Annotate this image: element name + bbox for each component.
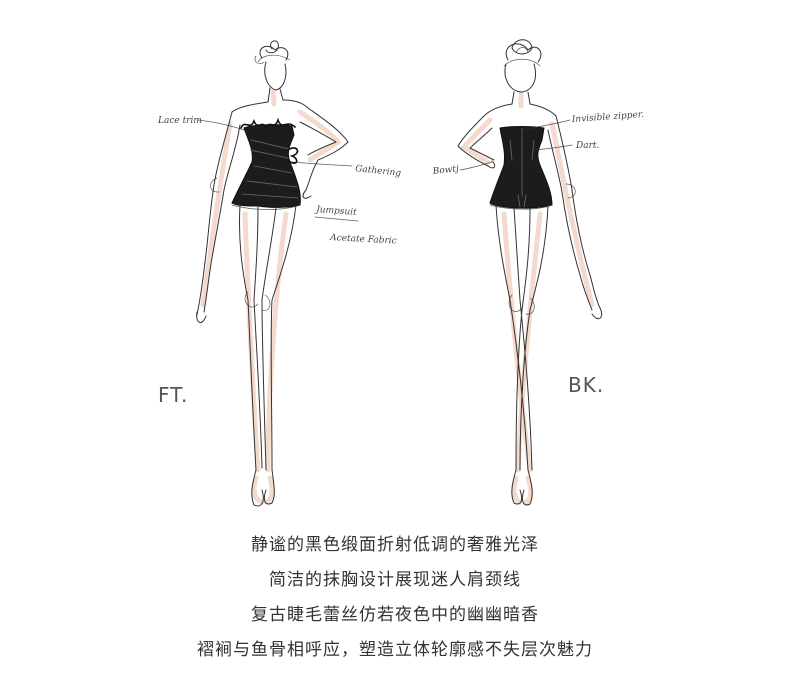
front-left-arm-shade — [200, 121, 233, 308]
front-right-arm-shade — [297, 109, 342, 163]
front-feet-shade — [251, 475, 275, 505]
fabric-note: Acetate Fabric — [329, 233, 397, 247]
front-left-shoulder — [231, 101, 269, 113]
back-left-arm-inner — [469, 127, 495, 161]
front-view-label: FT. — [158, 383, 188, 407]
back-dress-body — [489, 126, 553, 209]
front-left-elbow — [210, 177, 220, 193]
back-arms — [457, 103, 603, 320]
front-hair-strand — [254, 54, 291, 64]
front-head — [254, 40, 291, 103]
back-head — [503, 39, 542, 105]
front-left-leg-outer — [238, 204, 257, 471]
back-right-arm-inner — [547, 129, 593, 311]
lace-trim-note: Lace trim — [157, 116, 202, 126]
front-legs — [238, 204, 297, 507]
back-dress — [489, 126, 553, 210]
back-left-arm-outer — [457, 115, 489, 167]
back-right-hand — [591, 307, 603, 320]
front-hip-line — [231, 204, 301, 210]
back-right-leg-outer — [519, 204, 549, 471]
back-legs — [495, 204, 549, 506]
back-view-label: BK. — [568, 373, 604, 397]
zipper-leader — [523, 119, 571, 131]
front-left-leg-inner — [253, 205, 263, 469]
back-hair-loop — [511, 39, 533, 55]
front-skin-shading — [200, 89, 342, 505]
back-skin-shading — [460, 91, 595, 505]
front-dress — [231, 117, 301, 210]
back-left-hand — [487, 160, 496, 169]
front-lace-trim — [240, 117, 296, 130]
front-neck-shade — [270, 89, 277, 107]
back-left-shoulder — [483, 103, 513, 117]
front-face — [264, 61, 287, 91]
front-right-arm-inner — [299, 121, 337, 156]
front-arms — [196, 99, 349, 323]
dart-note: Dart. — [575, 141, 600, 151]
product-description: 静谧的黑色缎面折射低调的奢雅光泽 简洁的抹胸设计展现迷人肩颈线 复古睫毛蕾丝仿若… — [0, 528, 790, 668]
back-annotations: Invisible zipper. Dart. Bowtj BK. — [431, 110, 644, 397]
jumpsuit-note: Jumpsuit — [314, 205, 358, 218]
back-hair-bun — [505, 43, 542, 63]
back-figure: Invisible zipper. Dart. Bowtj BK. — [431, 39, 644, 506]
front-gathering-lines — [241, 139, 299, 199]
back-dart-lines — [509, 139, 535, 161]
back-right-leg-inner — [515, 207, 531, 471]
back-hem-split — [517, 194, 527, 208]
back-right-leg-shade — [515, 211, 543, 473]
front-left-arm-outer — [196, 111, 233, 316]
back-right-elbow — [565, 183, 576, 199]
front-hair-bun — [259, 45, 289, 61]
front-right-leg-outer — [270, 204, 297, 471]
bow-note: Bowtj — [431, 164, 459, 177]
back-head-outline — [504, 63, 536, 93]
gathering-note: Gathering — [355, 164, 402, 179]
front-neck — [267, 87, 284, 103]
front-annotations: Lace trim Gathering Jumpsuit Acetate Fab… — [157, 116, 402, 407]
front-right-shoulder — [282, 99, 309, 109]
back-hair-strand — [503, 47, 541, 67]
front-knees — [244, 291, 271, 311]
bow-leader — [459, 161, 493, 171]
back-knees — [508, 294, 535, 315]
front-right-leg-inner — [261, 207, 277, 471]
front-right-hand — [302, 189, 312, 199]
description-line-2: 简洁的抹胸设计展现迷人肩颈线 — [269, 570, 521, 590]
dart-leader — [533, 144, 573, 151]
lace-trim-leader — [197, 119, 245, 131]
front-right-arm-outer — [305, 107, 349, 191]
front-bow — [287, 147, 299, 164]
description-line-3: 复古睫毛蕾丝仿若夜色中的幽幽暗香 — [251, 605, 539, 625]
front-right-leg-shade — [265, 211, 289, 473]
front-feet — [251, 469, 275, 507]
front-dress-body — [231, 124, 301, 208]
front-figure: Lace trim Gathering Jumpsuit Acetate Fab… — [157, 40, 402, 507]
back-neck — [511, 91, 531, 105]
front-left-arm-inner — [203, 124, 241, 313]
zipper-note: Invisible zipper. — [571, 110, 645, 125]
front-left-leg-shade — [242, 211, 261, 473]
back-right-arm-outer — [555, 115, 601, 309]
gathering-leader — [291, 161, 353, 167]
back-left-arm-shade — [460, 117, 493, 165]
back-right-shoulder — [529, 103, 557, 117]
front-hair-loop — [265, 40, 279, 54]
back-right-arm-shade — [549, 121, 595, 308]
front-left-hand — [196, 311, 207, 323]
fashion-sketch: Lace trim Gathering Jumpsuit Acetate Fab… — [157, 39, 644, 507]
back-feet — [511, 469, 533, 506]
back-feet-shade — [511, 475, 534, 505]
description-line-1: 静谧的黑色缎面折射低调的奢雅光泽 — [251, 535, 539, 555]
jumpsuit-underline — [314, 216, 359, 222]
description-line-4: 褶裥与鱼骨相呼应，塑造立体轮廓感不失层次魅力 — [197, 640, 593, 660]
